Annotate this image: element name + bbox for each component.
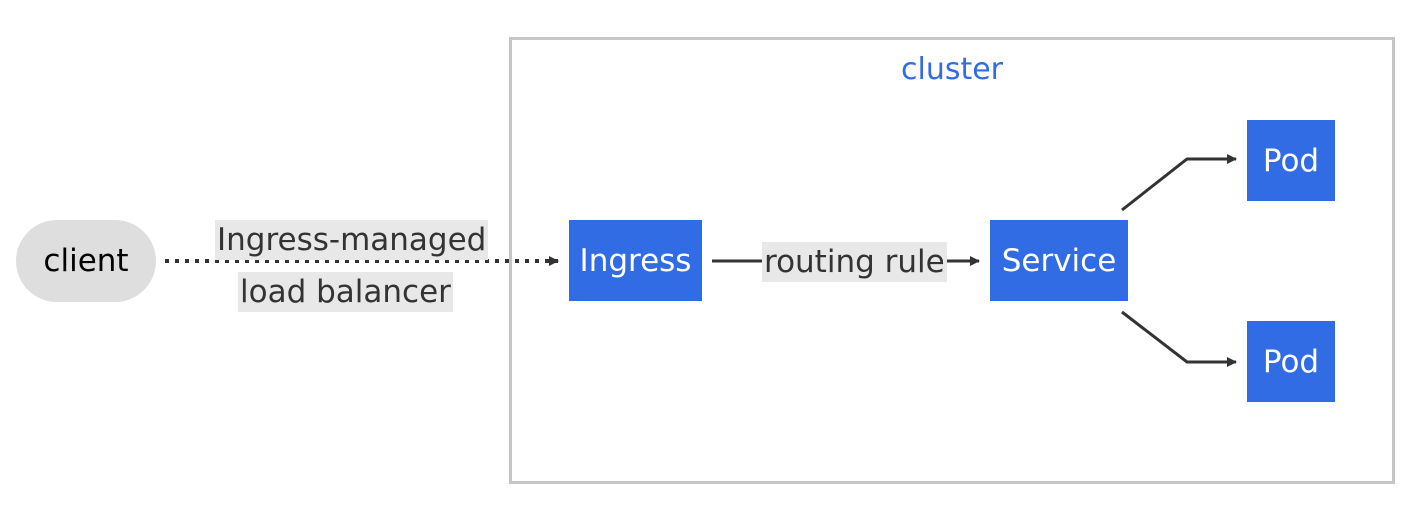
- service-node: Service: [990, 220, 1128, 301]
- edge-label-ingress-managed: Ingress-managed: [215, 220, 489, 260]
- cluster-label: cluster: [900, 52, 1004, 87]
- edge-label-load-balancer: load balancer: [238, 272, 453, 312]
- pod-node-top: Pod: [1247, 120, 1335, 201]
- edge-label-routing-rule: routing rule: [762, 242, 947, 282]
- pod-node-bottom: Pod: [1247, 321, 1335, 402]
- client-node: client: [16, 220, 156, 302]
- ingress-node: Ingress: [569, 220, 702, 301]
